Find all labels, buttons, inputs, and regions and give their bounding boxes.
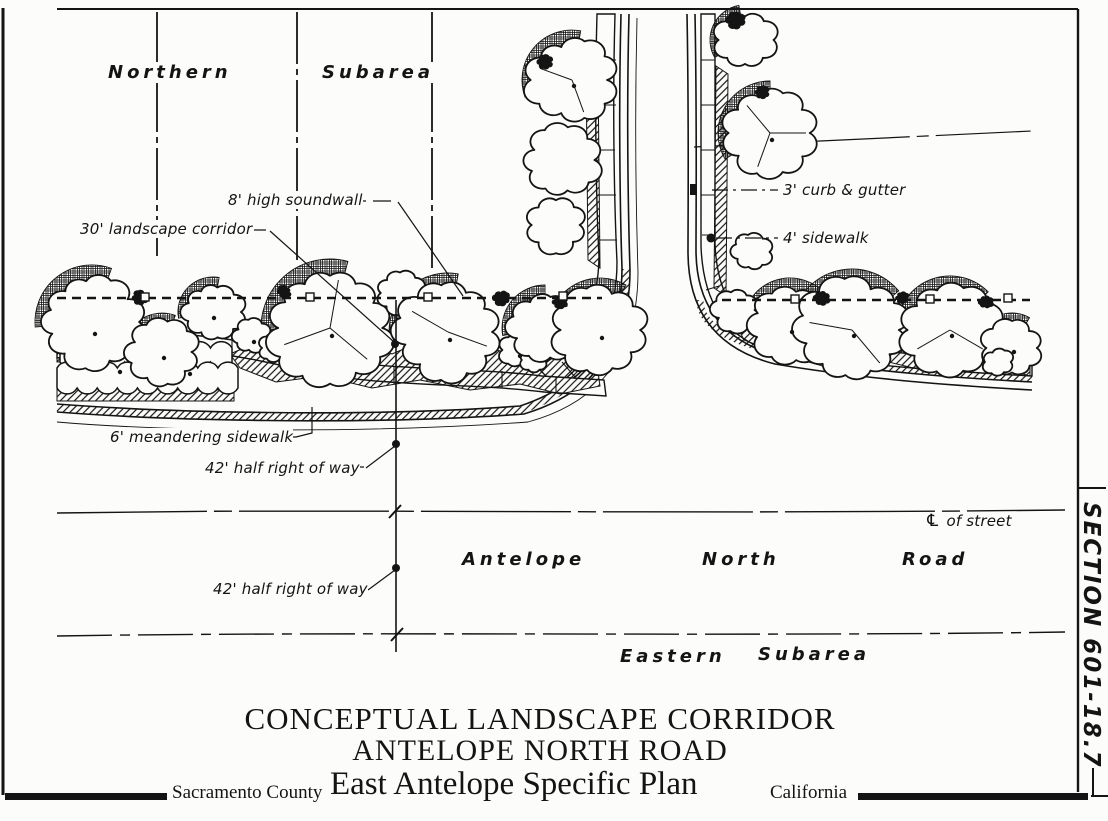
sheet-title-line1: CONCEPTUAL LANDSCAPE CORRIDOR — [244, 701, 836, 736]
half-row-south-label: 42' half right of way — [213, 580, 368, 598]
tree-branch-line — [851, 329, 881, 364]
centerline-ticks — [388, 504, 404, 642]
tree-branch-line — [447, 331, 488, 347]
trunk-dot — [571, 83, 577, 89]
road-name-word3: Road — [902, 549, 969, 570]
road-name-word2: North — [702, 549, 780, 570]
footer-rule-right — [858, 793, 1088, 800]
eastern-subarea-label-word2: Subarea — [758, 644, 871, 665]
trees-group — [34, 4, 1043, 389]
soundwall — [57, 291, 1030, 304]
south-right-of-way-line — [56, 631, 1066, 637]
trunk-dot — [161, 355, 167, 361]
sidewalk-label: 4' sidewalk — [783, 229, 869, 247]
tree-branch-line — [329, 280, 339, 329]
footer-state: California — [770, 782, 848, 803]
trunk-dot — [949, 333, 955, 339]
landscape-corridor-label: 30' landscape corridor — [80, 220, 253, 238]
tree-canopy — [729, 232, 774, 271]
trunk-dot — [187, 371, 193, 377]
drawing-frame — [1, 8, 1108, 797]
tree-branch-line — [539, 67, 573, 81]
northern-subarea-label-word2: Subarea — [322, 62, 435, 83]
centerline-symbol: ℄ — [925, 511, 941, 531]
tree-branch-line — [917, 329, 951, 350]
sheet-title-line2: ANTELOPE NORTH ROAD — [352, 734, 728, 767]
street-centerline — [56, 509, 1066, 514]
curb-gutter-label: 3' curb & gutter — [783, 181, 906, 199]
tree-canopy — [550, 283, 649, 377]
tree-branch-line — [949, 329, 983, 350]
meandering-sidewalk-label: 6' meandering sidewalk — [110, 428, 294, 446]
shade-blob — [276, 284, 292, 299]
soundwall-label: 8' high soundwall — [228, 191, 363, 209]
tree-canopy — [712, 12, 779, 67]
trunk-dot — [789, 329, 795, 335]
tree-canopy — [123, 317, 200, 388]
tree-branch-line — [329, 327, 368, 360]
tree-canopy — [522, 122, 603, 196]
tree-branch-line — [746, 105, 771, 134]
centerline-label: ℄of street — [925, 511, 1012, 531]
annotation-lines — [236, 184, 778, 652]
trunk-dot — [769, 137, 775, 143]
half-row-north-label: 42' half right of way — [205, 459, 360, 477]
trunk-dot — [117, 369, 123, 375]
shade-blob — [754, 85, 770, 100]
property-lines — [156, 12, 433, 268]
trunk-dot — [1011, 349, 1017, 355]
footer-county: Sacramento County — [172, 782, 323, 803]
shade-blob — [536, 54, 554, 70]
trunk-dot — [599, 335, 605, 341]
tree-canopy — [265, 271, 395, 389]
northern-subarea-label-word1: Northern — [108, 62, 232, 83]
tree-canopy — [981, 347, 1015, 377]
tree-branch-line — [284, 327, 331, 346]
footer-rule-left — [5, 793, 167, 800]
trunk-dot — [92, 331, 98, 337]
tree-canopy — [389, 281, 501, 385]
tree-canopy — [525, 197, 586, 256]
tree-branch-line — [809, 322, 853, 331]
shade-blob — [725, 11, 746, 30]
road-name-word1: Antelope — [462, 549, 586, 570]
tree-branch-line — [757, 132, 771, 167]
section-number-label: SECTION 601-18.7 — [1078, 502, 1104, 769]
footer-plan-name: East Antelope Specific Plan — [330, 766, 698, 802]
trunk-dot — [251, 339, 257, 345]
trunk-dot — [517, 353, 523, 359]
trunk-dot — [329, 333, 335, 339]
trunk-dot — [851, 333, 857, 339]
tree-branch-line — [411, 310, 449, 333]
shade-blob — [812, 291, 831, 306]
trunk-dot — [211, 315, 217, 321]
section-bracket — [1078, 487, 1108, 797]
trunk-dot — [447, 337, 453, 343]
eastern-subarea-label-word1: Eastern — [620, 646, 726, 667]
